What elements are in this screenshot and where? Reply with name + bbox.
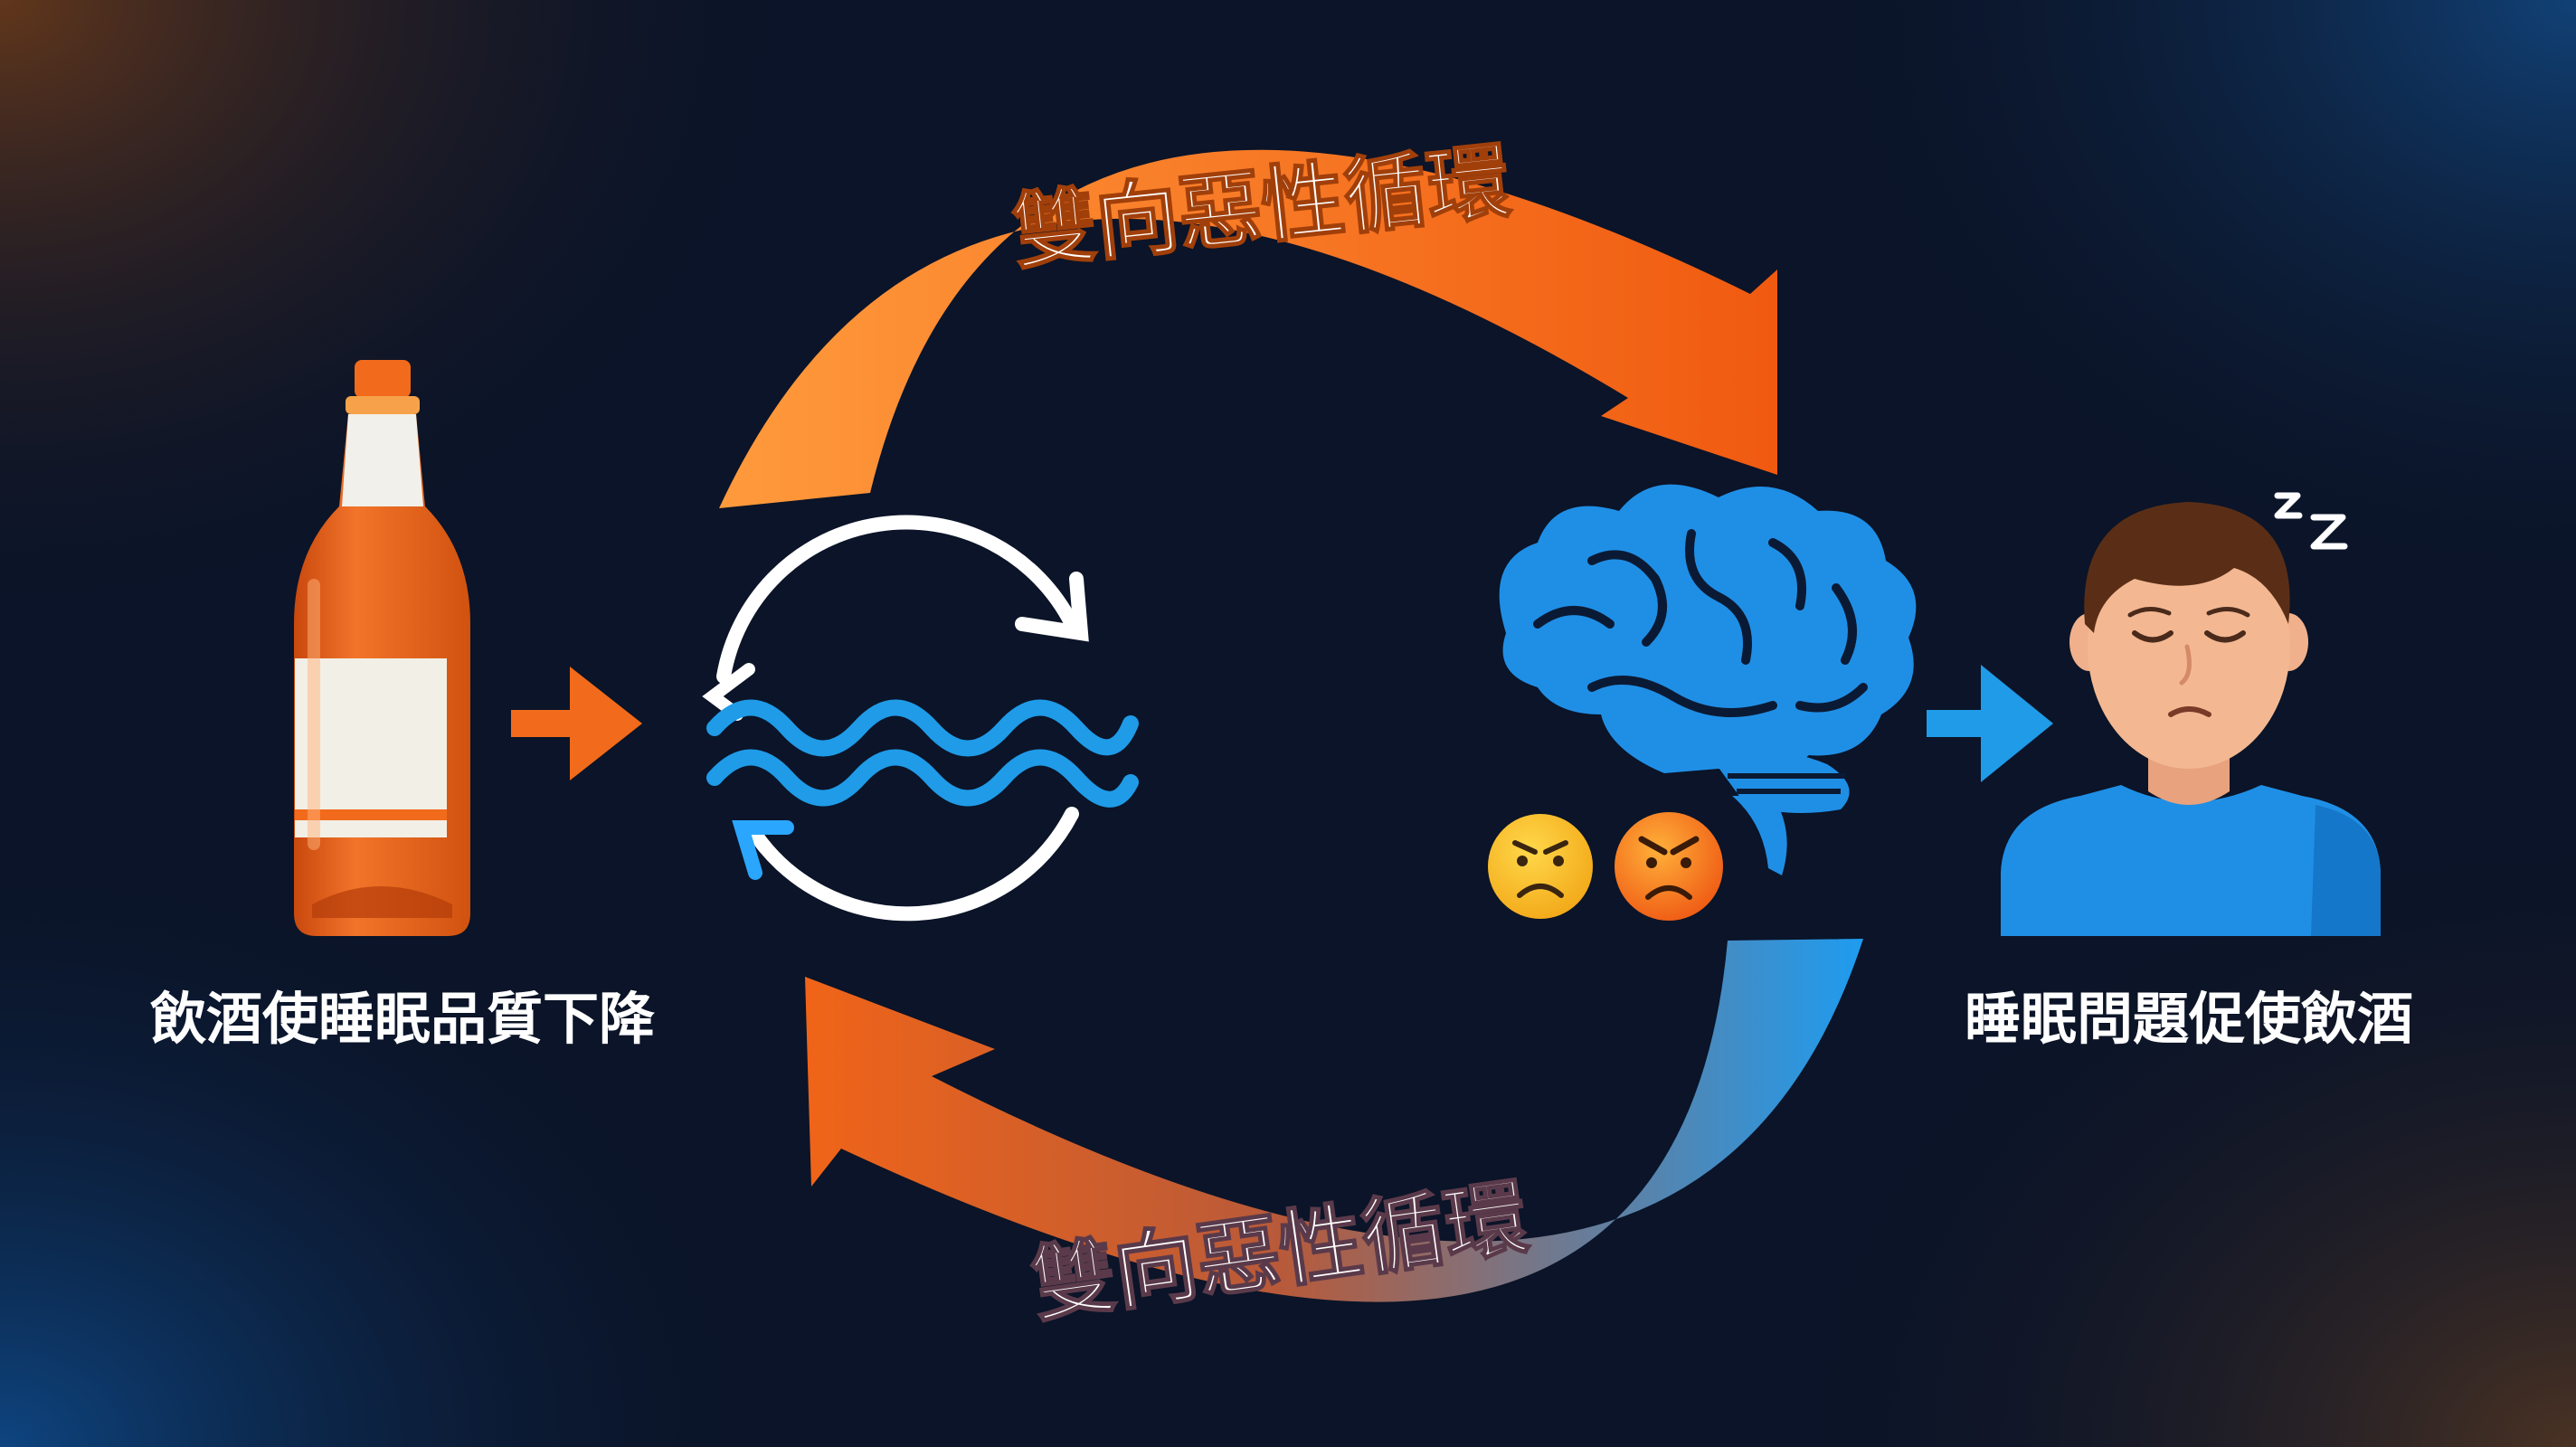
- alcohol-bottle-icon: [294, 360, 470, 936]
- frown-face-icon: [1488, 814, 1593, 919]
- cycle-arrows-icon: [702, 515, 1089, 922]
- arrow-right-icon: [1927, 665, 2053, 782]
- sleep-z-icon: [2274, 492, 2348, 550]
- angry-face-icon: [1615, 812, 1723, 921]
- right-caption: 睡眠問題促使飲酒: [1965, 986, 2413, 1052]
- sleepy-person-icon: [2001, 502, 2381, 936]
- bottom-cycle-arrow: [805, 939, 1863, 1302]
- left-caption: 飲酒使睡眠品質下降: [150, 986, 655, 1052]
- wave-icon: [706, 699, 1139, 808]
- brain-icon: [1499, 484, 1917, 875]
- arrow-right-icon: [511, 667, 642, 780]
- top-cycle-arrow: [719, 149, 1777, 508]
